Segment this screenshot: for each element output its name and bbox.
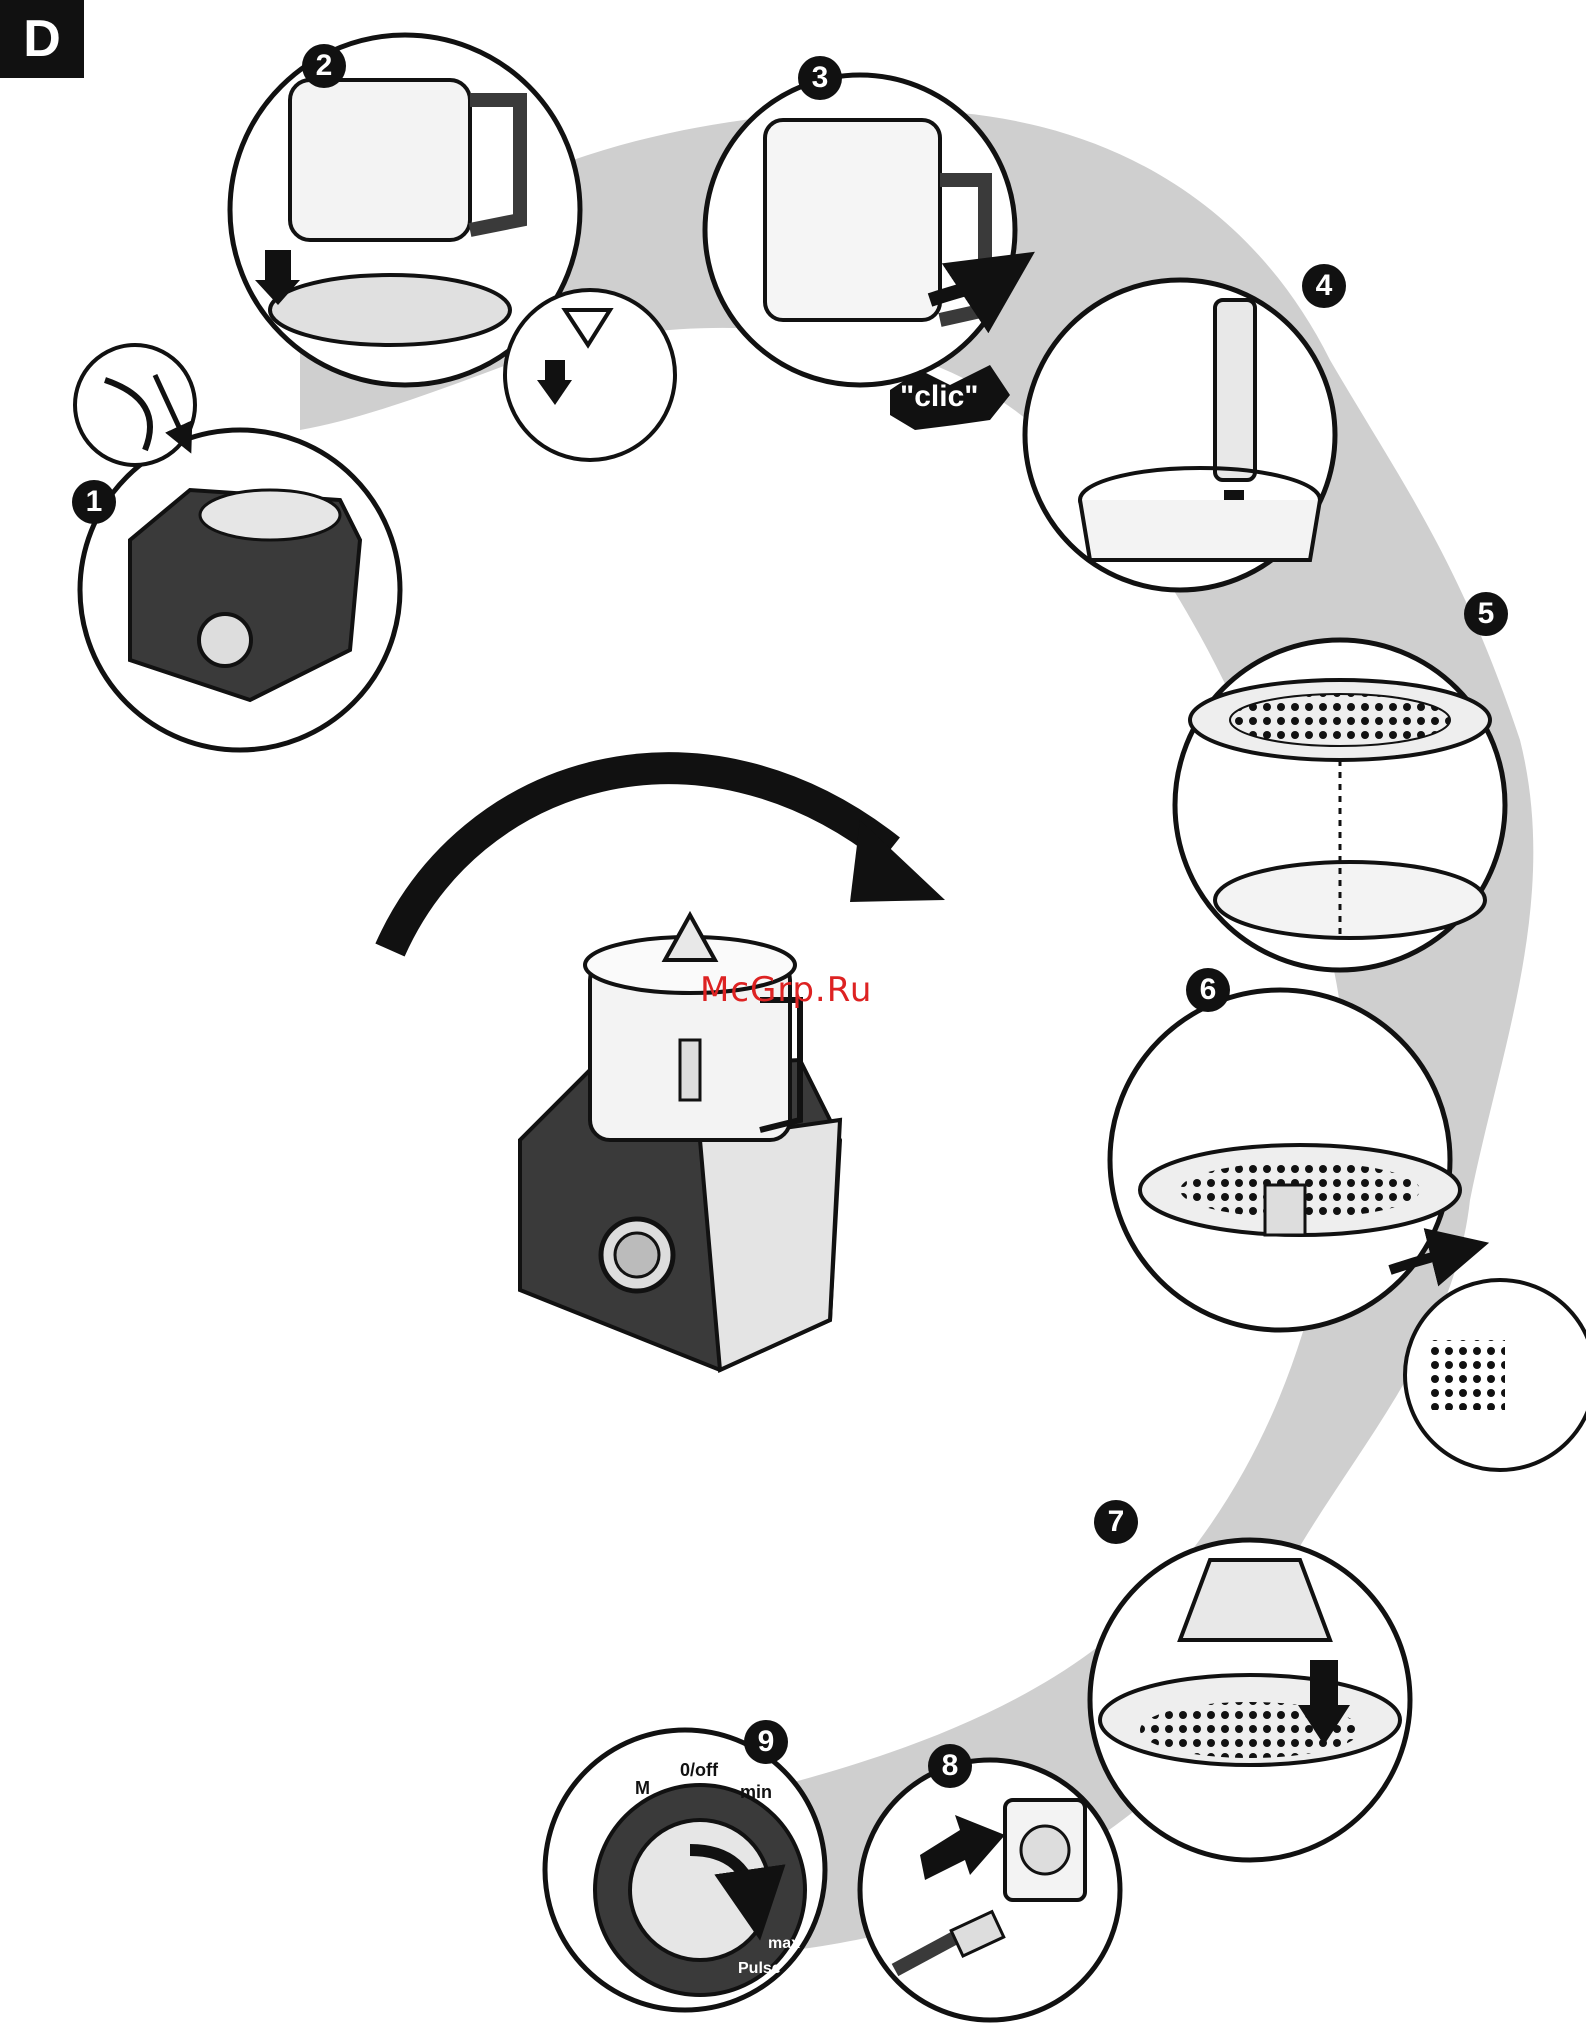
step-number-8: 8	[928, 1744, 972, 1788]
step-number-4: 4	[1302, 264, 1346, 308]
step-7-panel	[1090, 1540, 1410, 1860]
step-number-3: 3	[798, 56, 842, 100]
dial-label-pulse: Pulse	[738, 1960, 781, 1978]
dial-label-off: 0/off	[680, 1760, 718, 1781]
step-number-1: 1	[72, 480, 116, 524]
step-number-5: 5	[1464, 592, 1508, 636]
step-number-9: 9	[744, 1720, 788, 1764]
watermark: McGrp.Ru	[700, 970, 872, 1010]
dial-label-min: min	[740, 1782, 772, 1803]
dial-label-max: max	[768, 1935, 800, 1953]
step-number-2: 2	[302, 44, 346, 88]
step-5-panel	[1175, 640, 1505, 970]
step-number-7: 7	[1094, 1500, 1138, 1544]
dial-label-m: M	[635, 1778, 650, 1799]
step-8-panel	[860, 1760, 1120, 2020]
step-number-6: 6	[1186, 968, 1230, 1012]
step-3-panel	[705, 75, 1015, 430]
rotate-arrow-icon	[390, 768, 890, 950]
section-label: D	[0, 0, 84, 78]
step-4-panel	[1025, 280, 1335, 590]
arrow-head-icon	[850, 820, 945, 902]
clic-sound-label: "clic"	[900, 380, 979, 414]
